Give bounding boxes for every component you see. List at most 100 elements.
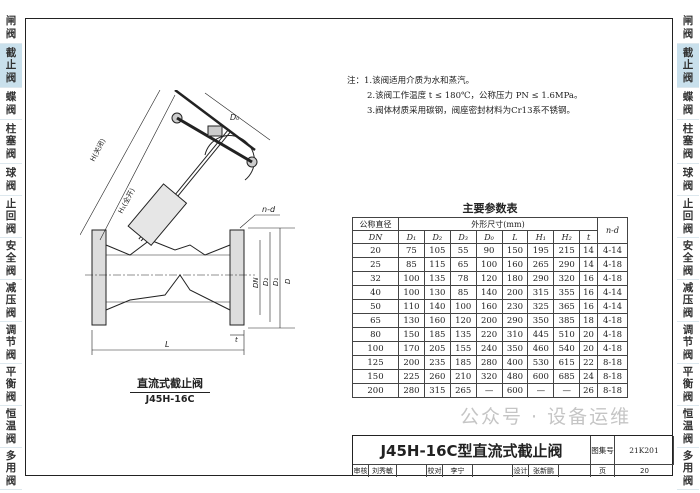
label-d0: D₀ [230, 113, 240, 122]
category-tab-label: 减压阀 [5, 281, 17, 319]
category-tab[interactable]: 截止阀 [0, 44, 22, 88]
caption-model: J45H-16C [145, 394, 195, 405]
right-category-tabs: 闸阀截止阀蝶阀柱塞阀球阀止回阀安全阀减压阀调节阀平衡阀恒温阀多用阀 [677, 12, 699, 490]
category-tab[interactable]: 闸阀 [0, 12, 22, 44]
table-cell: 130 [423, 285, 451, 300]
table-cell: 200 [352, 383, 399, 398]
table-cell: 200 [501, 285, 529, 300]
category-tab[interactable]: 蝶阀 [677, 88, 699, 120]
table-cell: 325 [527, 299, 555, 314]
table-cell: 210 [449, 369, 477, 384]
drawing-caption: 直流式截止阀 J45H-16C [130, 375, 210, 405]
table-cell: 180 [501, 271, 529, 286]
table-cell: 400 [501, 355, 529, 370]
category-tab[interactable]: 调节阀 [677, 322, 699, 364]
dimension-lines [80, 90, 295, 355]
table-cell: 14 [579, 257, 598, 272]
notes-head: 注： [347, 76, 365, 86]
category-tab[interactable]: 柱塞阀 [0, 120, 22, 164]
table-cell: 14 [579, 243, 598, 258]
category-tab[interactable]: 球阀 [677, 164, 699, 196]
table-cell: — [553, 383, 581, 398]
header-dn: DN [352, 230, 399, 244]
valve-body [85, 229, 255, 326]
notes: 注：1.该阀适用介质为水和蒸汽。 2.该阀工作温度 t ≤ 180℃，公称压力 … [347, 74, 583, 119]
table-cell: 100 [475, 257, 503, 272]
label-nd: n-d [262, 205, 276, 214]
reviewer-name: 刘秀敏 [369, 465, 397, 477]
reviewer-signature [397, 465, 427, 477]
table-cell: 55 [449, 243, 477, 258]
table-cell: 160 [475, 299, 503, 314]
table-cell: 290 [501, 313, 529, 328]
caption-title: 直流式截止阀 [130, 375, 210, 393]
table-cell: 65 [449, 257, 477, 272]
table-cell: 78 [449, 271, 477, 286]
header-col: D₃ [449, 230, 477, 244]
table-cell: 110 [398, 299, 425, 314]
header-col: H₂ [553, 230, 581, 244]
category-tab[interactable]: 减压阀 [0, 280, 22, 322]
table-cell: 160 [423, 313, 451, 328]
table-cell: 600 [527, 369, 555, 384]
table-cell: 4-18 [597, 341, 628, 356]
category-tab[interactable]: 球阀 [0, 164, 22, 196]
table-cell: 160 [501, 257, 529, 272]
category-tab[interactable]: 蝶阀 [0, 88, 22, 120]
table-cell: 290 [553, 257, 581, 272]
category-tab[interactable]: 多用阀 [0, 448, 22, 490]
category-tab[interactable]: 闸阀 [677, 12, 699, 44]
category-tab[interactable]: 柱塞阀 [677, 120, 699, 164]
table-cell: 150 [501, 243, 529, 258]
table-cell: 530 [527, 355, 555, 370]
header-col: t [579, 230, 598, 244]
category-tab[interactable]: 止回阀 [0, 196, 22, 238]
category-tab[interactable]: 安全阀 [677, 238, 699, 280]
category-tab[interactable]: 平衡阀 [677, 364, 699, 406]
category-tab[interactable]: 平衡阀 [0, 364, 22, 406]
table-cell: 445 [527, 327, 555, 342]
table-cell: 280 [475, 355, 503, 370]
category-tab[interactable]: 止回阀 [677, 196, 699, 238]
label-h1: H₁(全开) [116, 186, 137, 215]
category-tab[interactable]: 恒温阀 [677, 406, 699, 448]
category-tab[interactable]: 恒温阀 [0, 406, 22, 448]
category-tab[interactable]: 减压阀 [677, 280, 699, 322]
category-tab[interactable]: 安全阀 [0, 238, 22, 280]
table-cell: 85 [398, 257, 425, 272]
table-cell: 100 [449, 299, 477, 314]
table-cell: 140 [475, 285, 503, 300]
header-col: D₀ [475, 230, 503, 244]
table-cell: 100 [352, 341, 399, 356]
table-cell: 195 [527, 243, 555, 258]
table-cell: 265 [527, 257, 555, 272]
table-cell: 685 [553, 369, 581, 384]
table-cell: 135 [449, 327, 477, 342]
category-tab-label: 平衡阀 [5, 365, 17, 403]
category-tab[interactable]: 截止阀 [677, 44, 699, 88]
category-tab[interactable]: 多用阀 [677, 448, 699, 490]
category-tab-label: 恒温阀 [5, 407, 17, 445]
table-cell: 480 [501, 369, 529, 384]
category-tab[interactable]: 调节阀 [0, 322, 22, 364]
category-tab-label: 恒温阀 [682, 407, 694, 445]
table-cell: 80 [352, 327, 399, 342]
table-title: 主要参数表 [462, 202, 518, 215]
label-d2: D₂ [262, 278, 270, 286]
table-cell: 4-14 [597, 299, 628, 314]
category-tab-label: 闸阀 [682, 15, 694, 40]
table-cell: 4-14 [597, 285, 628, 300]
label-d1: D₁ [272, 278, 280, 286]
table-cell: 50 [352, 299, 399, 314]
category-tab-label: 多用阀 [5, 449, 17, 487]
header-col: H₁ [527, 230, 555, 244]
table-cell: 460 [527, 341, 555, 356]
checker-name: 李宁 [443, 465, 473, 477]
table-cell: 85 [449, 285, 477, 300]
table-cell: 185 [423, 327, 451, 342]
table-cell: 205 [423, 341, 451, 356]
table-cell: 16 [579, 271, 598, 286]
